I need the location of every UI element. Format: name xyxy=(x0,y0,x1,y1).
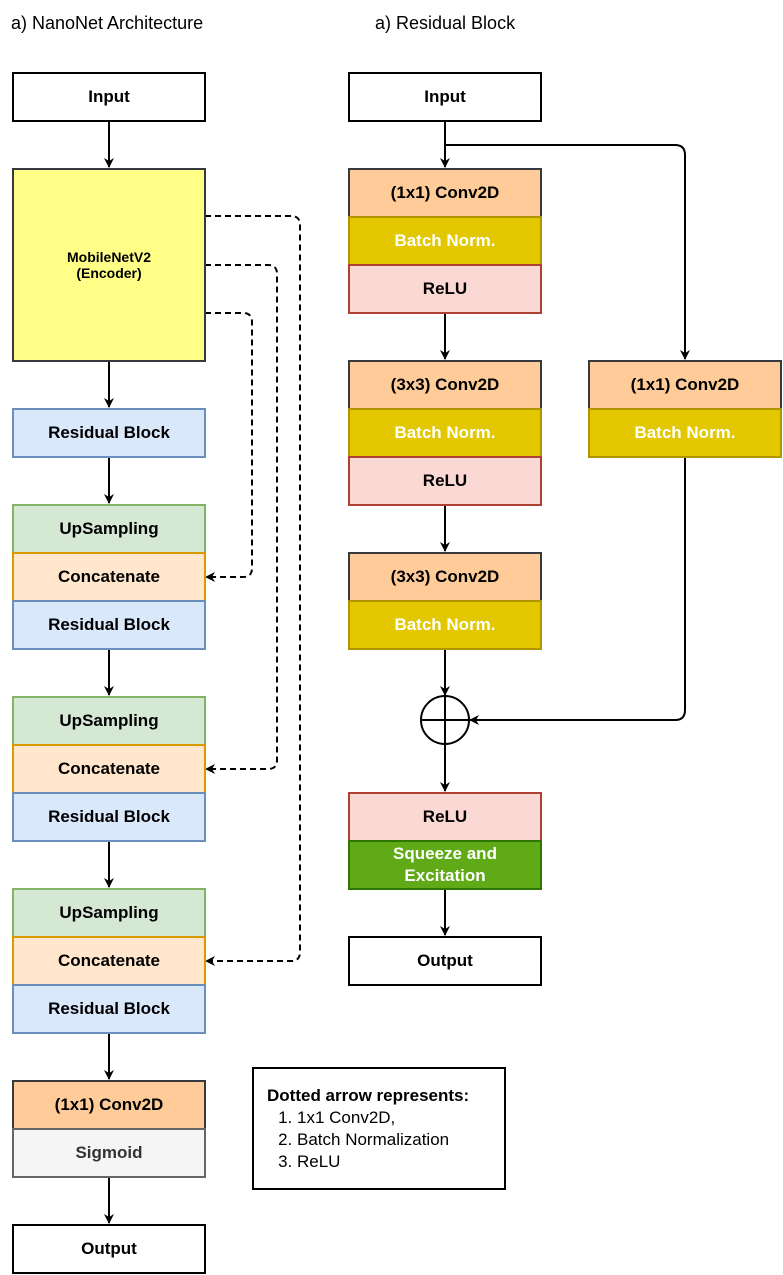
encoder-box: MobileNetV2(Encoder) xyxy=(12,168,206,362)
residual-block-label: Residual Block xyxy=(48,423,170,442)
input-box: Input xyxy=(12,72,206,122)
rb-batchnorm-label: Batch Norm. xyxy=(394,231,496,250)
concatenate-box: Concatenate xyxy=(12,936,206,986)
skip-connection-1 xyxy=(205,312,253,582)
arrow-rb-shortcut-to-add xyxy=(469,457,686,725)
upsampling-box: UpSampling xyxy=(12,504,206,554)
conv2d-label: (1x1) Conv2D xyxy=(54,1095,164,1114)
nanonet-title: a) NanoNet Architecture xyxy=(11,13,204,33)
rb-final-relu-box: ReLU xyxy=(348,792,542,842)
legend-box: Dotted arrow represents: 1x1 Conv2D, Bat… xyxy=(252,1067,506,1190)
residual-block-label: Residual Block xyxy=(48,615,170,634)
encoder-label: MobileNetV2 xyxy=(66,249,151,265)
rb-relu-label: ReLU xyxy=(422,279,468,298)
upsampling-label: UpSampling xyxy=(59,711,159,730)
concatenate-label: Concatenate xyxy=(57,759,161,778)
rb-conv3x3-label: (3x3) Conv2D xyxy=(390,567,500,586)
rb-shortcut-batchnorm-label: Batch Norm. xyxy=(634,423,736,442)
rb-batchnorm-label: Batch Norm. xyxy=(394,423,496,442)
legend-heading: Dotted arrow represents: xyxy=(267,1086,470,1105)
legend-item: Batch Normalization xyxy=(297,1129,492,1151)
rb-batchnorm-box: Batch Norm. xyxy=(348,600,542,650)
rb-relu-label: ReLU xyxy=(422,471,468,490)
rb-batchnorm-box: Batch Norm. xyxy=(348,408,542,458)
rb-shortcut-batchnorm-box: Batch Norm. xyxy=(588,408,782,458)
rb-output-box: Output xyxy=(348,936,542,986)
rb-shortcut-conv1x1-box: (1x1) Conv2D xyxy=(588,360,782,410)
upsampling-label: UpSampling xyxy=(59,903,159,922)
rb-conv3x3-box: (3x3) Conv2D xyxy=(348,360,542,410)
sigmoid-box: Sigmoid xyxy=(12,1128,206,1178)
rb-se-label: Squeeze and xyxy=(393,844,497,863)
conv2d-box: (1x1) Conv2D xyxy=(12,1080,206,1130)
rb-batchnorm-label: Batch Norm. xyxy=(394,615,496,634)
rb-relu-box: ReLU xyxy=(348,264,542,314)
rb-conv3x3-label: (3x3) Conv2D xyxy=(390,375,500,394)
rb-conv1x1-box: (1x1) Conv2D xyxy=(348,168,542,218)
input-label: Input xyxy=(88,87,130,106)
upsampling-box: UpSampling xyxy=(12,696,206,746)
concatenate-box: Concatenate xyxy=(12,552,206,602)
rb-shortcut-conv1x1-label: (1x1) Conv2D xyxy=(630,375,740,394)
residual-block-box: Residual Block xyxy=(12,600,206,650)
rb-relu-box: ReLU xyxy=(348,456,542,506)
residual-block-label: Residual Block xyxy=(48,999,170,1018)
rb-se-sublabel: Excitation xyxy=(404,866,486,885)
skip-connection-2 xyxy=(205,264,278,774)
concatenate-label: Concatenate xyxy=(57,567,161,586)
legend-list: 1x1 Conv2D, Batch Normalization ReLU xyxy=(267,1107,492,1173)
upsampling-box: UpSampling xyxy=(12,888,206,938)
addition-node xyxy=(420,695,470,745)
residual-block-box: Residual Block xyxy=(12,792,206,842)
concatenate-box: Concatenate xyxy=(12,744,206,794)
rb-input-label: Input xyxy=(424,87,466,106)
encoder-sublabel: (Encoder) xyxy=(76,265,142,281)
rb-final-relu-label: ReLU xyxy=(422,807,468,826)
skip-connection-3 xyxy=(205,215,301,966)
residual-block-label: Residual Block xyxy=(48,807,170,826)
residual-block-title: a) Residual Block xyxy=(375,13,516,33)
arrow-rb-shortcut xyxy=(445,144,690,360)
rb-batchnorm-box: Batch Norm. xyxy=(348,216,542,266)
legend-item: ReLU xyxy=(297,1151,492,1173)
rb-conv3x3-box: (3x3) Conv2D xyxy=(348,552,542,602)
rb-output-label: Output xyxy=(417,951,473,970)
concatenate-label: Concatenate xyxy=(57,951,161,970)
legend-item: 1x1 Conv2D, xyxy=(297,1107,492,1129)
rb-input-box: Input xyxy=(348,72,542,122)
residual-block-box: Residual Block xyxy=(12,408,206,458)
output-box: Output xyxy=(12,1224,206,1274)
sigmoid-label: Sigmoid xyxy=(75,1143,143,1162)
output-label: Output xyxy=(81,1239,137,1258)
upsampling-label: UpSampling xyxy=(59,519,159,538)
rb-conv1x1-label: (1x1) Conv2D xyxy=(390,183,500,202)
residual-block-box: Residual Block xyxy=(12,984,206,1034)
